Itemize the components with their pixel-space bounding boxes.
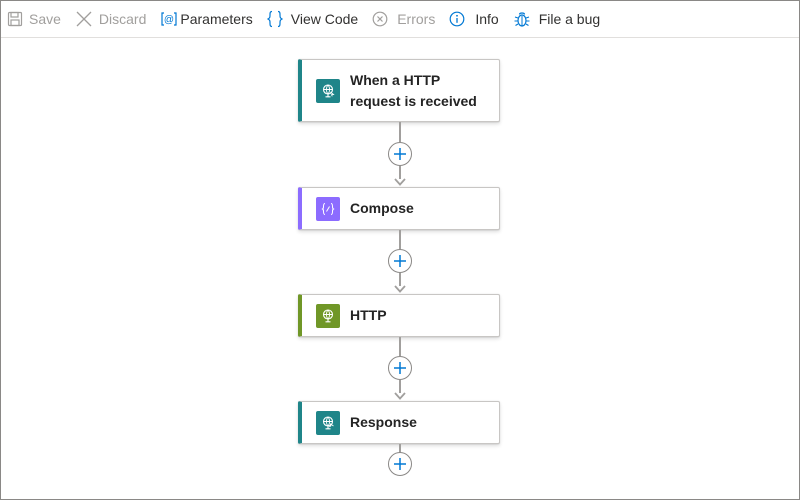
plus-icon (394, 255, 406, 267)
save-label: Save (29, 11, 61, 27)
response-icon (316, 410, 340, 435)
http-icon (316, 303, 340, 328)
request-trigger-icon (316, 78, 340, 103)
save-icon (7, 11, 23, 27)
step-title: Compose (350, 200, 414, 216)
discard-label: Discard (98, 11, 147, 27)
info-button[interactable]: Info (449, 1, 499, 37)
workflow-step-card[interactable]: Compose (298, 187, 500, 230)
parameters-icon: @ (160, 11, 178, 27)
connector-line (399, 380, 401, 393)
save-button[interactable]: Save (7, 1, 61, 37)
arrow-down-icon (394, 178, 406, 186)
connector-line (399, 273, 401, 286)
step-title: HTTP (350, 307, 387, 323)
add-step-button[interactable] (388, 142, 412, 166)
plus-icon (394, 148, 406, 160)
connector-line (399, 166, 401, 179)
parameters-label: Parameters (180, 11, 253, 27)
arrow-down-icon (394, 285, 406, 293)
designer-toolbar: Save Discard @ Parameters View Code (1, 1, 799, 38)
view-code-label: View Code (290, 11, 359, 27)
file-a-bug-button[interactable]: File a bug (513, 1, 600, 37)
connector-line (399, 337, 401, 356)
connector-line (399, 122, 401, 142)
info-label: Info (475, 11, 499, 27)
bug-icon (513, 10, 531, 28)
errors-label: Errors (397, 11, 436, 27)
add-step-button[interactable] (388, 452, 412, 476)
svg-text:@: @ (164, 15, 174, 26)
step-title: Response (350, 414, 417, 430)
error-icon (372, 11, 388, 27)
errors-button[interactable]: Errors (372, 1, 435, 37)
connector-line (399, 230, 401, 249)
add-step-button[interactable] (388, 249, 412, 273)
close-icon (75, 10, 93, 28)
arrow-down-icon (394, 392, 406, 400)
step-title: When a HTTP request is received (350, 71, 477, 109)
compose-icon (316, 196, 340, 221)
workflow-step-card[interactable]: When a HTTP request is received (298, 59, 500, 122)
file-a-bug-label: File a bug (538, 11, 601, 27)
workflow-step-card[interactable]: Response (298, 401, 500, 444)
plus-icon (394, 362, 406, 374)
braces-icon (266, 10, 283, 28)
view-code-button[interactable]: View Code (266, 1, 359, 37)
plus-icon (394, 458, 406, 470)
connector-line (399, 444, 401, 453)
workflow-step-card[interactable]: HTTP (298, 294, 500, 337)
discard-button[interactable]: Discard (75, 1, 146, 37)
info-icon (449, 11, 465, 27)
add-step-button[interactable] (388, 356, 412, 380)
workflow-canvas[interactable]: When a HTTP request is received Compose (1, 39, 799, 499)
parameters-button[interactable]: @ Parameters (160, 1, 253, 37)
